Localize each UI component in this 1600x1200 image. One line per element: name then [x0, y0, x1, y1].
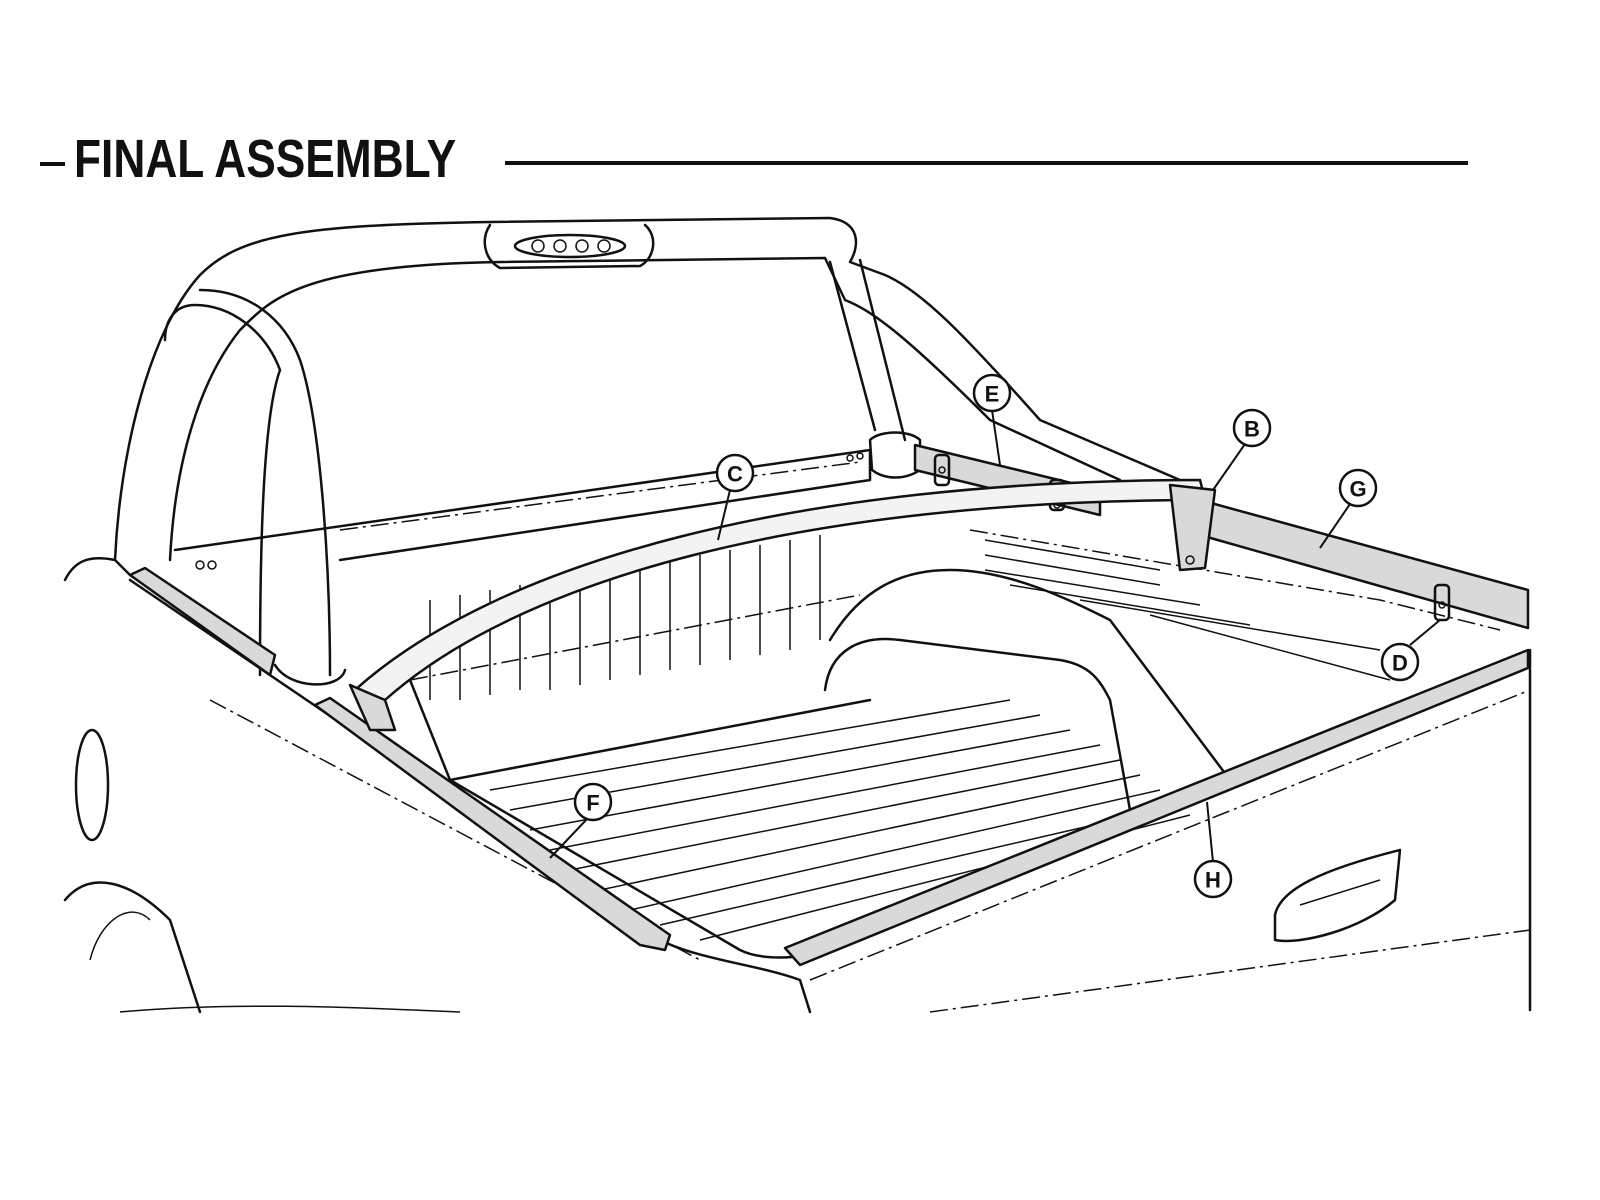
callout-d: D	[1380, 642, 1420, 682]
section-header: FINAL ASSEMBLY	[0, 120, 1600, 200]
callout-b: B	[1232, 408, 1272, 448]
svg-text:E: E	[985, 382, 1000, 407]
truck-body	[63, 556, 1532, 1014]
svg-text:F: F	[586, 791, 599, 816]
svg-text:C: C	[727, 462, 743, 487]
callout-e: E	[972, 373, 1012, 413]
callout-g: G	[1338, 468, 1378, 508]
callout-leaders	[549, 409, 1441, 863]
bow-foot-left	[348, 683, 397, 732]
rail-left-front	[128, 566, 277, 677]
bed-front-wall	[173, 448, 872, 782]
page-title: FINAL ASSEMBLY	[74, 129, 457, 189]
title-leading-dash	[40, 162, 65, 166]
callout-c: C	[715, 453, 755, 493]
svg-text:H: H	[1205, 868, 1221, 893]
svg-text:G: G	[1349, 477, 1366, 502]
bracket-b	[1168, 483, 1217, 572]
title-rule	[505, 161, 1468, 165]
rail-h	[783, 648, 1530, 967]
bed-floor	[448, 529, 1501, 959]
callout-f: F	[573, 782, 613, 822]
rail-f	[313, 696, 672, 952]
svg-text:D: D	[1392, 651, 1408, 676]
svg-text:B: B	[1244, 417, 1260, 442]
callout-h: H	[1193, 859, 1233, 899]
roll-bar	[113, 216, 1182, 686]
rail-g	[1198, 498, 1530, 630]
